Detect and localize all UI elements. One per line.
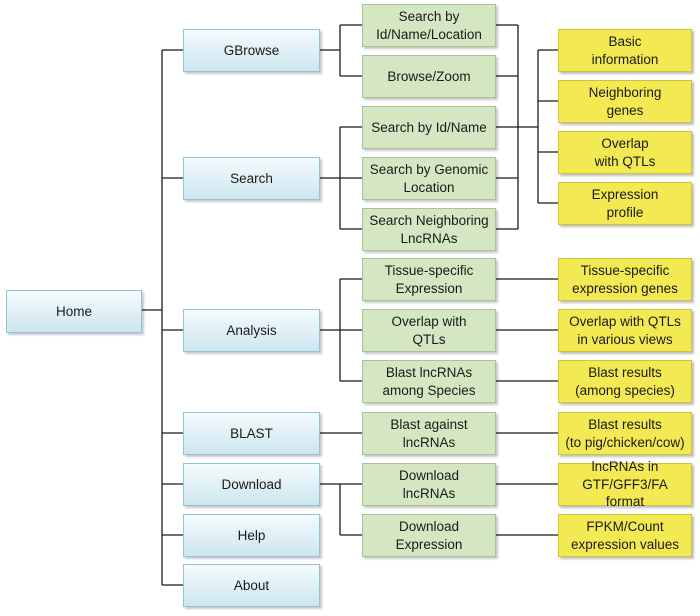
- search-by-id-name-location-node[interactable]: Search by Id/Name/Location: [362, 4, 496, 47]
- tissue-specific-expression-genes-node: Tissue-specific expression genes: [558, 258, 692, 301]
- help-node[interactable]: Help: [183, 514, 320, 557]
- download-node[interactable]: Download: [183, 463, 320, 506]
- basic-information-node: Basic information: [558, 29, 692, 72]
- blast-lncrnas-among-species-node[interactable]: Blast lncRNAs among Species: [362, 360, 496, 403]
- overlap-with-qtls-node[interactable]: Overlap with QTLs: [362, 309, 496, 352]
- search-node[interactable]: Search: [183, 157, 320, 200]
- home-node[interactable]: Home: [6, 290, 142, 333]
- download-expression-node[interactable]: Download Expression: [362, 514, 496, 557]
- blast-results-pig-chicken-cow-node: Blast results (to pig/chicken/cow): [558, 412, 692, 455]
- neighboring-genes-node: Neighboring genes: [558, 80, 692, 123]
- search-by-id-name-node[interactable]: Search by Id/Name: [362, 106, 496, 149]
- expression-profile-node: Expression profile: [558, 182, 692, 225]
- blast-results-among-species-node: Blast results (among species): [558, 360, 692, 403]
- blast-against-lncrnas-node[interactable]: Blast against lncRNAs: [362, 412, 496, 455]
- blast-node[interactable]: BLAST: [183, 412, 320, 455]
- browse-zoom-node[interactable]: Browse/Zoom: [362, 55, 496, 98]
- overlap-with-qtls-result-node: Overlap with QTLs: [558, 131, 692, 174]
- download-lncrnas-node[interactable]: Download lncRNAs: [362, 463, 496, 506]
- analysis-node[interactable]: Analysis: [183, 309, 320, 352]
- fpkm-count-values-node: FPKM/Count expression values: [558, 514, 692, 557]
- gbrowse-node[interactable]: GBrowse: [183, 29, 320, 72]
- lncrnas-formats-node: lncRNAs in GTF/GFF3/FA format: [558, 459, 692, 509]
- search-by-genomic-location-node[interactable]: Search by Genomic Location: [362, 157, 496, 200]
- tissue-specific-expression-node[interactable]: Tissue-specific Expression: [362, 258, 496, 301]
- overlap-with-qtls-views-node: Overlap with QTLs in various views: [558, 309, 692, 352]
- search-neighboring-lncrnas-node[interactable]: Search Neighboring LncRNAs: [362, 208, 496, 251]
- about-node[interactable]: About: [183, 564, 320, 607]
